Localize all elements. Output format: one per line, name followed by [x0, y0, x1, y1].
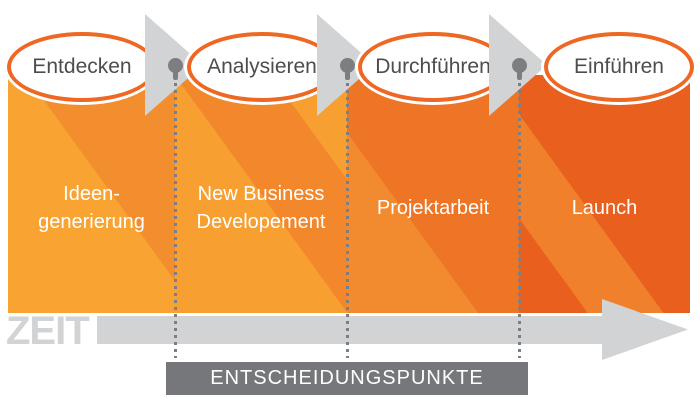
decision-point-stem — [517, 71, 522, 80]
phase-label: Projektarbeit — [347, 180, 519, 236]
phase-label-line: generierung — [38, 211, 145, 233]
decision-point-stem — [345, 71, 350, 80]
phase-label: New Business Developement — [175, 180, 347, 236]
decision-point-stem — [173, 71, 178, 80]
phase-oval-label: Entdecken — [32, 55, 132, 78]
phase-label-line: Projektarbeit — [376, 197, 490, 219]
phase-label-line: New Business — [197, 183, 325, 205]
phase-oval-analysieren: Analysieren — [187, 32, 337, 102]
phase-label: Launch — [519, 180, 690, 236]
timeline-label: ZEIT — [6, 309, 90, 353]
decision-bar-label: ENTSCHEIDUNGSPUNKTE — [210, 367, 484, 389]
phase-label-line: Ideen- — [63, 183, 120, 205]
phase-oval-label: Analysieren — [207, 55, 317, 78]
phase-oval-label: Einführen — [574, 55, 664, 78]
decision-dotted-line — [346, 83, 349, 358]
phase-block-entdecken — [8, 75, 175, 313]
phase-oval-label: Durchführen — [375, 55, 491, 78]
decision-bar: ENTSCHEIDUNGSPUNKTE — [166, 362, 528, 395]
phase-oval-einfuehren: Einführen — [544, 32, 694, 102]
phase-oval-entdecken: Entdecken — [7, 32, 157, 102]
phase-oval-durchfuehren: Durchführen — [358, 32, 508, 102]
phase-label-line: Developement — [196, 211, 326, 233]
phase-label-line: Launch — [571, 197, 638, 219]
decision-point-icon — [512, 58, 527, 73]
phase-block-einfuehren — [519, 75, 690, 313]
decision-dotted-line — [174, 83, 177, 358]
decision-point-icon — [340, 58, 355, 73]
phase-label: Ideen- generierung — [8, 180, 175, 236]
decision-point-icon — [168, 58, 183, 73]
decision-dotted-line — [518, 83, 521, 358]
